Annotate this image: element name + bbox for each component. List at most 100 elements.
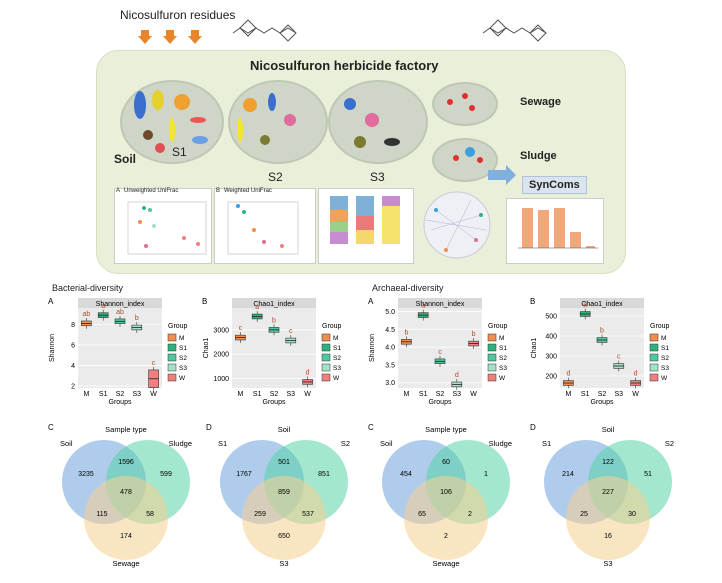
sig-letter: ab [116,309,124,316]
legend-swatch [321,353,331,362]
legend-swatch [321,373,331,382]
plot-area [560,308,644,388]
panel-strip [560,298,644,308]
panel-strip [78,298,162,308]
x-tick-label: M [565,391,571,398]
sludge-label: Sludge [520,150,557,162]
legend-label: W [333,375,340,382]
y-tick-label: 2 [71,383,75,390]
venn-count: 3235 [78,471,94,478]
y-tick-label: 2000 [213,352,229,359]
sig-letter: c [239,325,243,332]
sig-letter: b [404,329,408,336]
mini-a-title: Unweighted UniFrac [124,188,179,194]
bacterial-section-title: Bacterial-diversity [52,283,124,293]
legend-swatch [649,353,659,362]
venn-count: 51 [644,471,652,478]
mini-b-title: Weighted UniFrac [224,188,272,194]
venn-count: 122 [602,459,614,466]
venn-set-label: S2 [341,439,350,448]
panel-letter: D [206,423,212,432]
residues-label: Nicosulfuron residues [120,8,236,22]
x-axis-label: Groups [109,399,132,406]
x-axis-label: Groups [591,399,614,406]
soil-label: Soil [114,152,137,166]
legend-label: M [661,335,666,342]
y-tick-label: 300 [545,354,557,361]
panel-letter: C [368,423,374,432]
venn-count: 174 [120,533,132,540]
sig-letter: d [634,371,638,378]
legend-title: Group [488,323,508,330]
legend-swatch [487,353,497,362]
legend-label: S2 [661,355,669,362]
sig-letter: b [135,315,139,322]
y-tick-label: 400 [545,334,557,341]
venn-count: 650 [278,533,290,540]
legend-swatch [649,363,659,372]
x-tick-label: S1 [581,391,590,398]
x-tick-label: S2 [598,391,607,398]
mini-a-letter: A [116,188,121,194]
sig-letter: c [617,354,621,361]
venn-set-label: Sludge [169,439,192,448]
legend-swatch [167,363,177,372]
molecule-structure-icon [232,19,297,42]
x-tick-label: S1 [99,391,108,398]
venn-count: 227 [602,489,614,496]
x-axis-label: Groups [263,399,286,406]
y-axis-label: Chao1 [531,338,538,359]
legend-label: W [661,375,668,382]
panel-title: Shannon_index [96,301,145,308]
s2-label: S2 [268,170,283,184]
mini-b-letter: B [216,188,221,194]
legend-label: W [499,375,506,382]
y-tick-label: 3.0 [385,380,395,387]
venn-count: 1767 [236,471,252,478]
venn-set-label: S3 [279,559,288,568]
legend-label: M [499,335,504,342]
sig-letter: b [472,331,476,338]
legend-swatch [649,343,659,352]
mini-network-graph [423,191,491,259]
venn-count: 859 [278,489,290,496]
venn-count: 16 [604,533,612,540]
molecule-structure-icon-right [482,19,547,42]
legend-swatch [167,333,177,342]
venn-heading: Sample type [105,425,147,434]
s1-label: S1 [172,145,187,159]
venn-count: 259 [254,511,266,518]
x-tick-label: S2 [436,391,445,398]
venn-count: 478 [120,489,132,496]
venn-count: 454 [400,471,412,478]
x-axis-label: Groups [429,399,452,406]
y-axis-label: Chao1 [203,338,210,359]
legend-title: Group [168,323,188,330]
panel-letter: A [368,297,374,306]
legend-label: S1 [499,345,507,352]
x-tick-label: S2 [116,391,125,398]
sig-letter: a [255,304,259,311]
venn-count: 599 [160,471,172,478]
venn-count: 1 [484,471,488,478]
legend-label: S3 [333,365,341,372]
venn-count: 60 [442,459,450,466]
archaeal-section-title: Archaeal-diversity [372,283,444,293]
panel-letter: C [48,423,54,432]
venn-count: 30 [628,511,636,518]
mini-stacked-bars [330,196,400,244]
sig-letter: b [272,317,276,324]
x-tick-label: W [150,391,157,398]
legend-label: S1 [661,345,669,352]
venn-circle [566,476,650,560]
y-tick-label: 4 [71,363,75,370]
legend-label: W [179,375,186,382]
panel-title: Chao1_index [253,301,295,308]
venn-count: 851 [318,471,330,478]
legend-swatch [167,353,177,362]
